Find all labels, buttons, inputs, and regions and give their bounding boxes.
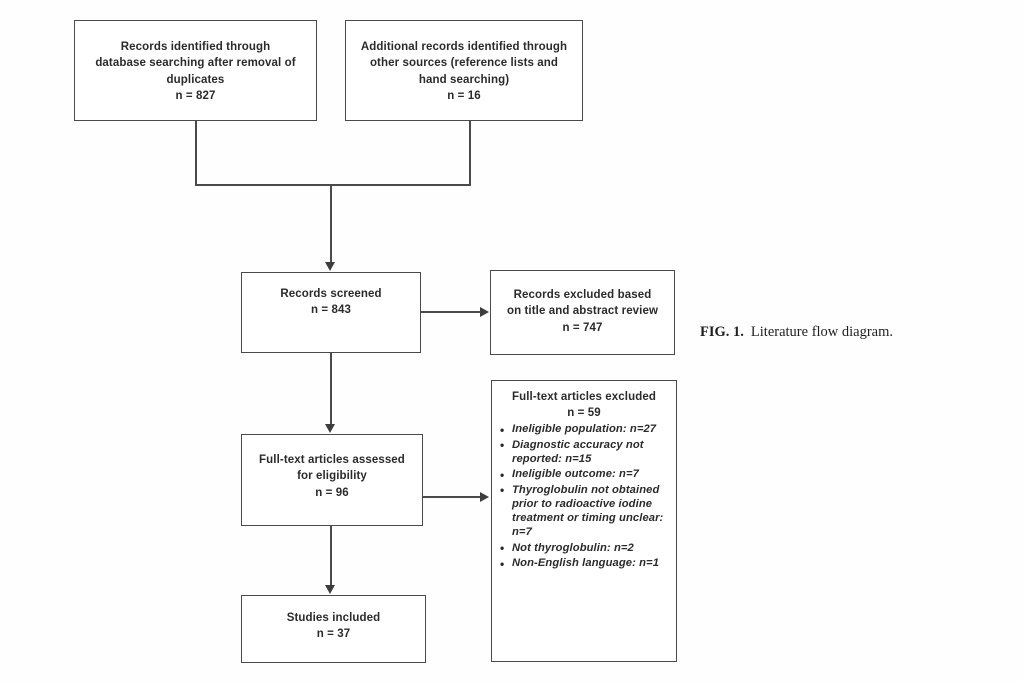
exclusion-list-count: n = 59: [567, 407, 601, 420]
bullet-icon: •: [500, 541, 505, 556]
additional-records-line-3: hand searching): [418, 73, 510, 86]
exclusion-reason-text: Diagnostic accuracy not reported: n=15: [512, 438, 644, 465]
fulltext-assessed-count: n = 96: [315, 486, 349, 499]
records-excluded-line-1: Records excluded based: [513, 289, 652, 301]
list-item: • Thyroglobulin not obtained prior to ra…: [500, 483, 672, 540]
exclusion-list-header: Full-text articles excluded n = 59: [492, 389, 676, 421]
flow-box-additional-records: Additional records identified through ot…: [345, 20, 583, 121]
arrowhead-to-included: [325, 585, 335, 594]
connector-merge-stem: [330, 185, 332, 263]
records-excluded-line-2: on title and abstract review: [506, 305, 659, 318]
exclusion-reason-text: Ineligible population: n=27: [512, 423, 657, 436]
exclusion-list-title: Full-text articles excluded: [512, 391, 656, 403]
records-screened-text: Records screened n = 843: [242, 286, 420, 319]
flow-box-fulltext-assessed: Full-text articles assessed for eligibil…: [241, 434, 423, 526]
records-identified-line-3: duplicates: [166, 73, 225, 86]
records-identified-line-2: database searching after removal of: [95, 57, 296, 70]
records-screened-count: n = 843: [310, 304, 352, 317]
arrowhead-to-exclusion-list: [480, 492, 489, 502]
additional-records-text: Additional records identified through ot…: [346, 39, 582, 104]
records-excluded-count: n = 747: [562, 321, 603, 334]
bullet-icon: •: [500, 422, 505, 437]
exclusion-reason-text: Not thyroglobulin: n=2: [512, 541, 634, 554]
exclusion-reason-text: Thyroglobulin not obtained prior to radi…: [512, 483, 664, 539]
studies-included-line-1: Studies included: [286, 612, 381, 624]
exclusion-reason-text: Ineligible outcome: n=7: [512, 468, 639, 481]
list-item: • Diagnostic accuracy not reported: n=15: [500, 438, 672, 467]
studies-included-text: Studies included n = 37: [242, 610, 425, 643]
bullet-icon: •: [500, 483, 505, 498]
list-item: • Not thyroglobulin: n=2: [500, 541, 672, 555]
studies-included-count: n = 37: [316, 628, 351, 641]
list-item: • Ineligible population: n=27: [500, 422, 672, 437]
figure-caption-text: Literature flow diagram.: [750, 324, 894, 340]
exclusion-reason-text: Non-English language: n=1: [512, 557, 660, 570]
records-identified-count: n = 827: [175, 89, 216, 102]
connector-identified-stub: [195, 121, 197, 185]
figure-caption: FIG. 1. Literature flow diagram.: [700, 323, 930, 342]
flow-box-records-identified: Records identified through database sear…: [74, 20, 317, 121]
arrowhead-to-screened: [325, 262, 335, 271]
records-screened-line-1: Records screened: [280, 288, 382, 300]
additional-records-line-2: other sources (reference lists and: [369, 57, 559, 70]
connector-screened-to-fulltext: [330, 353, 332, 425]
fulltext-assessed-line-1: Full-text articles assessed: [259, 454, 405, 466]
exclusion-reason-list: • Ineligible population: n=27 • Diagnost…: [492, 422, 676, 571]
flow-box-studies-included: Studies included n = 37: [241, 595, 426, 663]
arrowhead-to-fulltext: [325, 424, 335, 433]
connector-merge-bar: [195, 184, 471, 186]
flow-box-records-screened: Records screened n = 843: [241, 272, 421, 353]
bullet-icon: •: [500, 556, 505, 571]
flow-box-records-excluded: Records excluded based on title and abst…: [490, 270, 675, 355]
bullet-icon: •: [500, 467, 505, 482]
records-excluded-text: Records excluded based on title and abst…: [491, 287, 674, 336]
additional-records-line-1: Additional records identified through: [360, 41, 568, 53]
fulltext-assessed-text: Full-text articles assessed for eligibil…: [242, 452, 422, 501]
additional-records-count: n = 16: [447, 89, 481, 102]
connector-additional-stub: [469, 121, 471, 185]
bullet-icon: •: [500, 438, 505, 453]
list-item: • Non-English language: n=1: [500, 556, 672, 571]
connector-screened-to-excluded: [421, 311, 481, 313]
flow-box-fulltext-excluded-list: Full-text articles excluded n = 59 • Ine…: [491, 380, 677, 662]
connector-fulltext-to-exclusions: [423, 496, 481, 498]
figure-label: FIG. 1.: [700, 324, 744, 340]
list-item: • Ineligible outcome: n=7: [500, 467, 672, 482]
fulltext-assessed-line-2: for eligibility: [297, 470, 367, 483]
records-identified-line-1: Records identified through: [120, 41, 271, 53]
connector-fulltext-to-included: [330, 526, 332, 586]
arrowhead-to-records-excluded: [480, 307, 489, 317]
records-identified-text: Records identified through database sear…: [75, 39, 316, 104]
